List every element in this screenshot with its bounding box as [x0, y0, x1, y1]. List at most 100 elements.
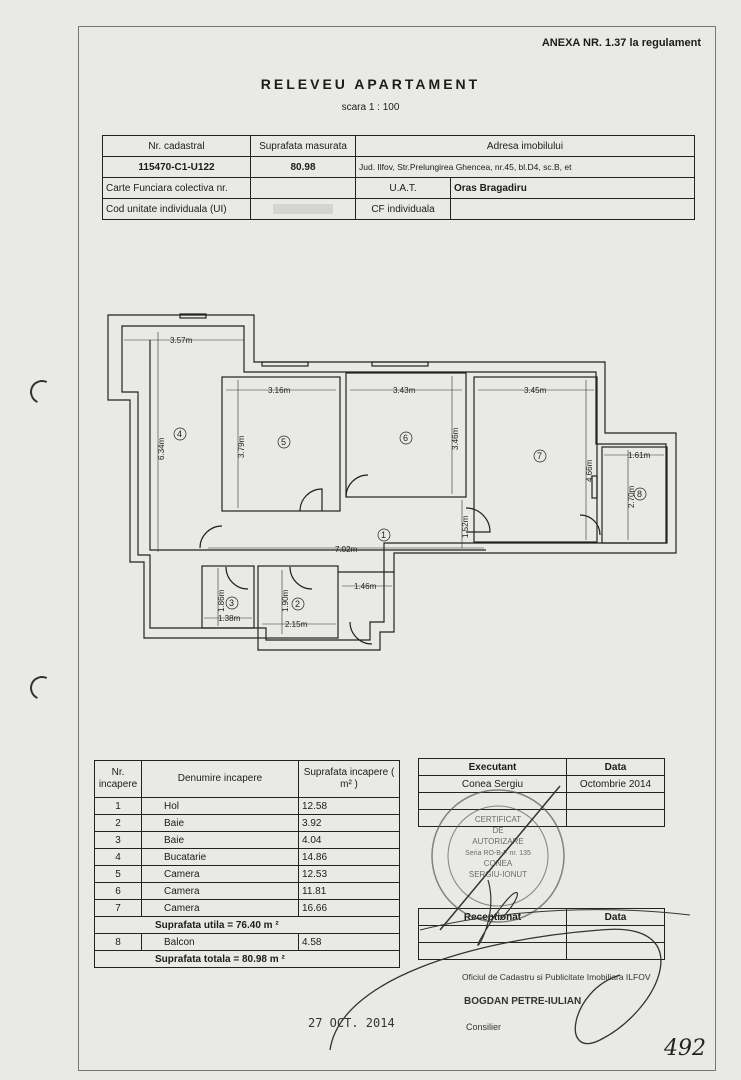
room-nr: 6	[94, 882, 142, 900]
outer-wall	[107, 314, 677, 651]
room-name: Baie	[141, 831, 299, 849]
room-area: 3.92	[298, 814, 400, 832]
room-name: Hol	[141, 797, 299, 815]
room-7-walls	[473, 376, 598, 543]
room-number: 7	[537, 451, 542, 461]
rooms-table: Nr. incapere Denumire incapere Suprafata…	[94, 760, 400, 968]
room-area: 12.58	[298, 797, 400, 815]
cf-individual-label: CF individuala	[355, 198, 451, 220]
dimension-label: 2.15m	[285, 620, 308, 629]
room-nr: 7	[94, 899, 142, 917]
window	[179, 313, 207, 319]
page-title: RELEVEU APARTAMENT	[260, 76, 481, 92]
room-name: Camera	[141, 882, 299, 900]
door-arc	[199, 525, 223, 549]
dimension-label: 7.02m	[335, 545, 358, 554]
dimension-label: 6.34m	[157, 437, 166, 460]
dimension-label: 1.38m	[218, 614, 241, 623]
cf-individual-value	[450, 198, 695, 220]
page-frame	[78, 26, 716, 1071]
window	[591, 475, 598, 499]
rooms-header-nr: Nr. incapere	[94, 760, 142, 798]
room-nr: 2	[94, 814, 142, 832]
room-2-walls	[257, 565, 339, 639]
stamp-text: Seria RO-B-F nr. 135	[465, 850, 531, 857]
dimension-label: 3.57m	[170, 336, 193, 345]
total-surface: Suprafata totala = 80.98 m ²	[94, 950, 400, 968]
reception-date-header: Data	[566, 908, 665, 926]
door-arc	[579, 514, 601, 536]
table-row: Suprafata utila = 76.40 m ²	[94, 916, 400, 934]
inner-wall	[121, 325, 667, 641]
room-5-walls	[221, 376, 341, 512]
executant-header: Executant	[418, 758, 567, 776]
room-nr: 8	[94, 933, 142, 951]
stamp-text: CONEA	[484, 859, 513, 868]
official-name: BOGDAN PETRE-IULIAN	[464, 996, 582, 1007]
door-arc	[299, 488, 323, 512]
window	[371, 361, 429, 367]
room-name: Camera	[141, 899, 299, 917]
dimension-label: 4.66m	[585, 459, 594, 482]
property-header-table: Nr. cadastral Suprafata masurata Adresa …	[102, 135, 695, 220]
office-name: Oficiul de Cadastru si Publicitate Imobi…	[462, 972, 651, 982]
room-number: 5	[281, 437, 286, 447]
rooms-header-name: Denumire incapere	[141, 760, 299, 798]
scale-label: scara 1 : 100	[341, 102, 400, 113]
room-number: 3	[229, 598, 234, 608]
room-number: 4	[177, 429, 182, 439]
stamp-text: DE	[492, 826, 503, 835]
reception-date-stamp: 27 OCT. 2014	[308, 1016, 395, 1030]
room-area: 4.04	[298, 831, 400, 849]
official-role: Consilier	[466, 1022, 502, 1032]
room-name: Camera	[141, 865, 299, 883]
dimension-label: 1.61m	[628, 451, 651, 460]
room-nr: 1	[94, 797, 142, 815]
room-number: 8	[637, 489, 642, 499]
room-name: Balcon	[141, 933, 299, 951]
room-nr: 3	[94, 831, 142, 849]
room-6-walls	[345, 372, 467, 498]
room-number: 2	[295, 599, 300, 609]
room-8-walls	[601, 446, 668, 544]
dimension-label: 3.16m	[268, 386, 291, 395]
dimension-label: 1.52m	[461, 515, 470, 538]
room-nr: 5	[94, 865, 142, 883]
ui-code-label: Cod unitate individuala (UI)	[102, 198, 251, 220]
room-area: 4.58	[298, 933, 400, 951]
stamp-text: SERGIU-IONUT	[469, 870, 527, 879]
page-number: 492	[664, 1036, 706, 1061]
door-arc	[225, 566, 249, 590]
room-name: Bucatarie	[141, 848, 299, 866]
dimension-label: 3.45m	[524, 386, 547, 395]
dimension-label: 1.86m	[217, 589, 226, 612]
room-area: 11.81	[298, 882, 400, 900]
stamp-text: AUTORIZARE	[472, 837, 523, 846]
annex-label: ANEXA NR. 1.37 la regulament	[541, 37, 701, 49]
dimension-label: 3.79m	[237, 435, 246, 458]
executant-date: Octombrie 2014	[566, 775, 665, 793]
table-row: Suprafata totala = 80.98 m ²	[94, 950, 400, 968]
room-nr: 4	[94, 848, 142, 866]
dimension-label: 3.43m	[393, 386, 416, 395]
window	[261, 361, 309, 367]
dimension-label: 1.46m	[354, 582, 377, 591]
door-arc	[465, 507, 491, 533]
room-area: 14.86	[298, 848, 400, 866]
room-3-walls	[201, 565, 255, 629]
useful-surface-total: Suprafata utila = 76.40 m ²	[94, 916, 400, 934]
door-arc	[345, 474, 369, 498]
stamp-text: CERTIFICAT	[475, 815, 521, 824]
executant-date-header: Data	[566, 758, 665, 776]
rooms-header-area: Suprafata incapere ( m² )	[298, 760, 400, 798]
